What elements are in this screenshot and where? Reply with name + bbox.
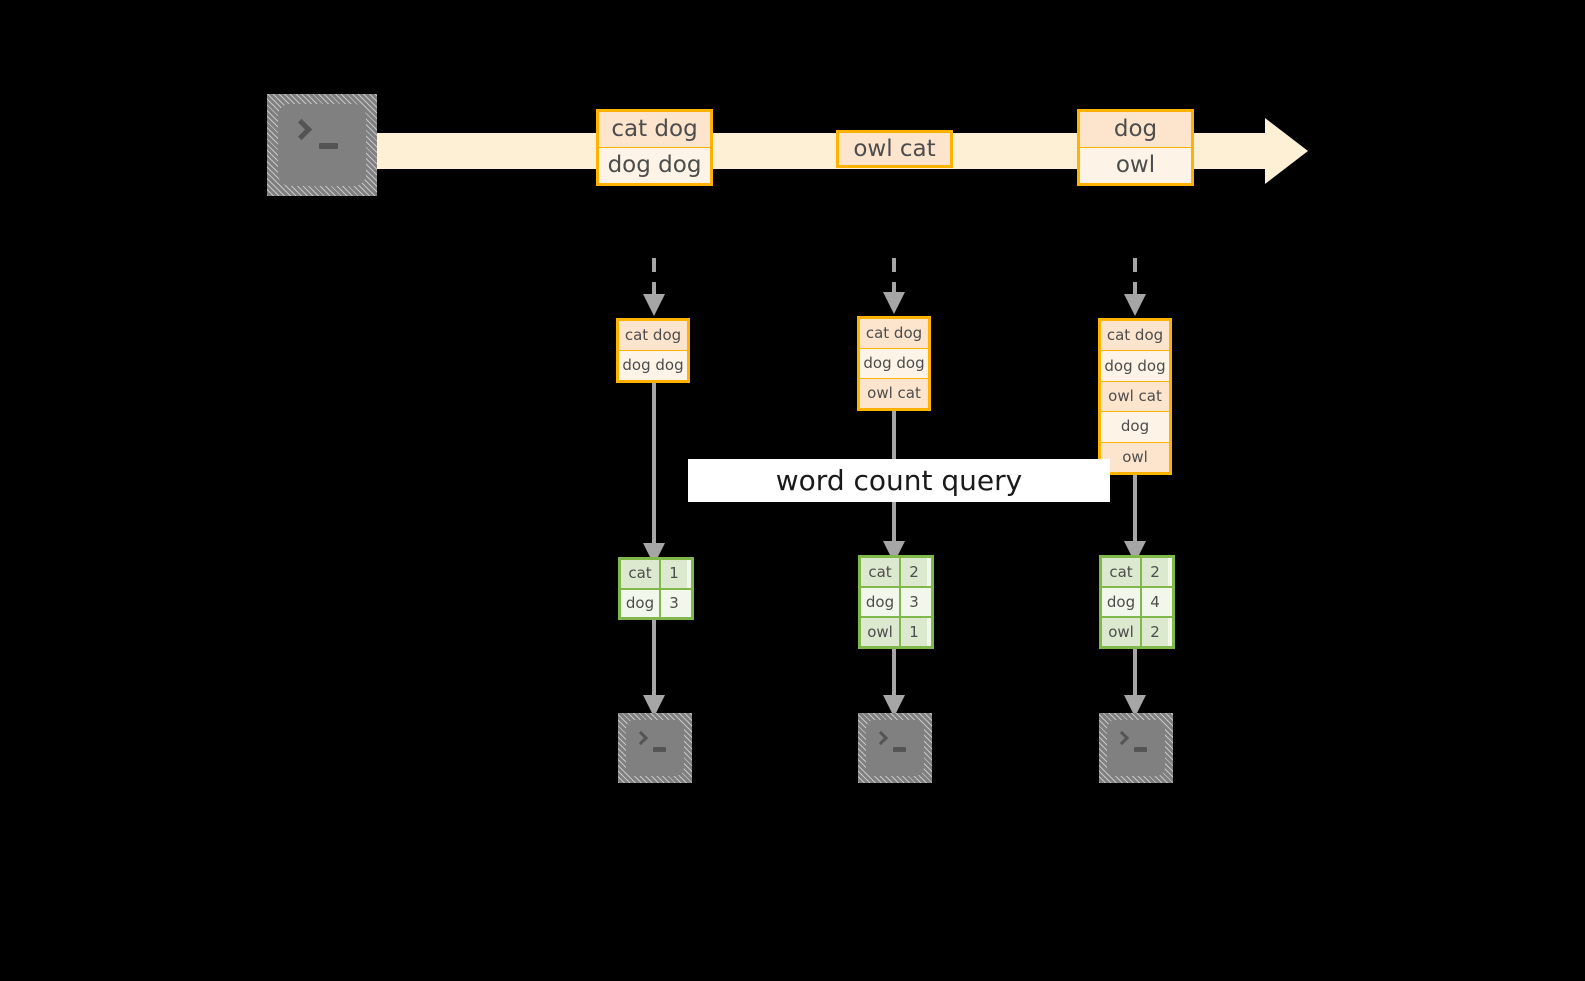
input-table-2-row-1: cat dog: [860, 319, 928, 349]
input-table-1: cat dog dog dog: [616, 318, 690, 383]
terminal-prompt-cursor: [653, 747, 666, 752]
result-word: cat: [861, 558, 901, 586]
result-count: 3: [661, 589, 687, 617]
stream-batch-3: dog owl: [1077, 109, 1194, 186]
input-table-3-row-3: owl cat: [1101, 381, 1169, 413]
result-table-1-row-1: cat 1: [621, 560, 691, 590]
stream-batch-3-line-1: dog: [1080, 112, 1191, 148]
stream-batch-3-line-2: owl: [1080, 148, 1191, 183]
result-to-sink-connector-3: [1133, 649, 1137, 695]
sink-terminal-icon-1[interactable]: [618, 713, 692, 783]
stream-to-input-arrowhead-2: [883, 292, 905, 314]
result-word: dog: [861, 588, 901, 616]
terminal-prompt-cursor: [893, 747, 906, 752]
result-to-sink-arrowhead-2: [883, 695, 905, 717]
input-table-1-row-2: dog dog: [619, 351, 687, 380]
stream-batch-2: owl cat: [836, 130, 953, 168]
terminal-prompt-cursor: [1134, 747, 1147, 752]
result-count: 2: [1142, 618, 1168, 646]
result-table-2-row-2: dog 3: [861, 588, 931, 618]
stream-to-input-connector-1: [652, 258, 656, 294]
result-to-sink-connector-2: [892, 649, 896, 695]
result-word: cat: [1102, 558, 1142, 586]
input-table-1-row-1: cat dog: [619, 321, 687, 351]
result-table-1-row-2: dog 3: [621, 589, 691, 617]
stream-batch-2-line-1: owl cat: [839, 133, 950, 165]
sink-terminal-icon-2[interactable]: [858, 713, 932, 783]
input-table-2-row-2: dog dog: [860, 349, 928, 379]
input-table-3-row-4: dog: [1101, 412, 1169, 443]
result-count: 1: [661, 560, 687, 588]
query-label: word count query: [688, 459, 1110, 502]
result-table-2-row-1: cat 2: [861, 558, 931, 588]
query-label-text: word count query: [775, 463, 1023, 497]
result-count: 2: [1142, 558, 1168, 586]
terminal-prompt-cursor: [319, 143, 338, 149]
stream-batch-1-line-1: cat dog: [599, 112, 710, 148]
result-table-3: cat 2 dog 4 owl 2: [1099, 555, 1175, 649]
input-table-3-row-1: cat dog: [1101, 321, 1169, 352]
input-to-result-connector-3: [1133, 475, 1137, 541]
input-table-2-row-3: owl cat: [860, 379, 928, 408]
result-to-sink-arrowhead-1: [643, 695, 665, 717]
input-table-3: cat dog dog dog owl cat dog owl: [1098, 318, 1172, 475]
result-to-sink-connector-1: [652, 620, 656, 695]
result-word: owl: [861, 618, 901, 646]
input-to-result-connector-1: [652, 383, 656, 543]
result-word: dog: [621, 589, 661, 617]
stream-arrowhead: [1265, 118, 1308, 184]
result-to-sink-arrowhead-3: [1124, 695, 1146, 717]
sink-terminal-icon-3[interactable]: [1099, 713, 1173, 783]
input-table-2: cat dog dog dog owl cat: [857, 316, 931, 411]
result-table-2-row-3: owl 1: [861, 618, 931, 646]
result-word: owl: [1102, 618, 1142, 646]
result-table-2: cat 2 dog 3 owl 1: [858, 555, 934, 649]
result-table-3-row-3: owl 2: [1102, 618, 1172, 646]
result-table-3-row-2: dog 4: [1102, 588, 1172, 618]
stream-to-input-arrowhead-3: [1124, 294, 1146, 316]
stream-to-input-arrowhead-1: [643, 294, 665, 316]
result-count: 3: [901, 588, 927, 616]
input-table-3-row-2: dog dog: [1101, 351, 1169, 382]
input-table-3-row-5: owl: [1101, 442, 1169, 473]
result-word: cat: [621, 560, 661, 588]
result-word: dog: [1102, 588, 1142, 616]
result-count: 4: [1142, 588, 1168, 616]
result-table-3-row-1: cat 2: [1102, 558, 1172, 588]
result-count: 1: [901, 618, 927, 646]
stream-to-input-connector-2: [892, 258, 896, 292]
result-count: 2: [901, 558, 927, 586]
result-table-1: cat 1 dog 3: [618, 557, 694, 620]
stream-to-input-connector-3: [1133, 258, 1137, 294]
stream-batch-1: cat dog dog dog: [596, 109, 713, 186]
stream-batch-1-line-2: dog dog: [599, 148, 710, 183]
source-terminal-icon[interactable]: [267, 94, 377, 196]
